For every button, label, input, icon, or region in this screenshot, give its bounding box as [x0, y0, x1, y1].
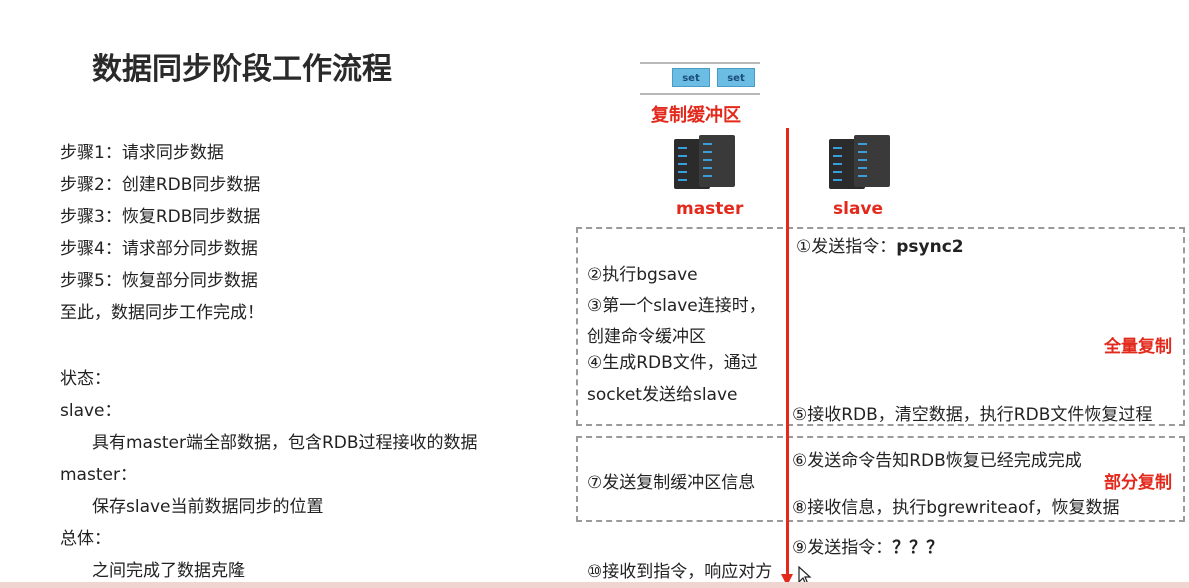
step-item-5: 步骤5：恢复部分同步数据 — [60, 271, 258, 291]
step9-prefix: ⑨发送指令： — [792, 538, 893, 558]
step-item-2: 步骤2：创建RDB同步数据 — [60, 175, 261, 195]
step1-command: psync2 — [896, 237, 964, 257]
step6-text: ⑥发送命令告知RDB恢复已经完成完成 — [792, 451, 1082, 471]
status-overall-label: 总体： — [60, 529, 111, 549]
slave-label: slave — [833, 199, 884, 219]
step5-text: ⑤接收RDB，清空数据，执行RDB文件恢复过程 — [792, 405, 1153, 425]
partial-sync-label: 部分复制 — [1104, 473, 1172, 493]
step4-text-line2: socket发送给slave — [587, 385, 738, 405]
status-master-desc: 保存slave当前数据同步的位置 — [92, 497, 324, 517]
buffer-bottom-line — [640, 93, 760, 95]
step9-command: ？？？ — [892, 538, 944, 558]
step-item-4: 步骤4：请求部分同步数据 — [60, 239, 258, 259]
status-slave-label: slave： — [60, 401, 122, 421]
step4-text-line1: ④生成RDB文件，通过 — [587, 353, 758, 373]
step3-text-line1: ③第一个slave连接时， — [587, 296, 766, 316]
step9-text: ⑨发送指令：？？？ — [792, 533, 943, 558]
partial-sync-box — [576, 436, 1185, 522]
step1-text: ①发送指令：psync2 — [796, 232, 964, 257]
master-server-icon — [674, 135, 735, 189]
timeline-line — [786, 128, 789, 578]
status-slave-desc: 具有master端全部数据，包含RDB过程接收的数据 — [92, 433, 478, 453]
step10-text: ⑩接收到指令，响应对方 — [587, 562, 773, 582]
full-sync-box — [576, 227, 1185, 426]
buffer-chip-set-1: set — [672, 68, 710, 87]
status-overall-desc: 之间完成了数据克隆 — [92, 561, 245, 581]
slave-server-icon — [829, 135, 890, 189]
step2-text: ②执行bgsave — [587, 265, 698, 285]
status-heading: 状态： — [60, 369, 111, 389]
master-label: master — [676, 199, 744, 219]
step-item-3: 步骤3：恢复RDB同步数据 — [60, 207, 261, 227]
buffer-chip-set-2: set — [717, 68, 755, 87]
page-title: 数据同步阶段工作流程 — [92, 52, 392, 87]
buffer-label: 复制缓冲区 — [651, 105, 741, 126]
bottom-strip — [0, 582, 1189, 588]
step1-prefix: ①发送指令： — [796, 237, 897, 257]
step3-text-line2: 创建命令缓冲区 — [587, 327, 706, 347]
step-item-1: 步骤1：请求同步数据 — [60, 143, 224, 163]
step-summary: 至此，数据同步工作完成！ — [60, 303, 264, 323]
status-master-label: master： — [60, 465, 137, 485]
buffer-top-line — [640, 62, 760, 64]
step7-text: ⑦发送复制缓冲区信息 — [587, 473, 756, 493]
full-sync-label: 全量复制 — [1104, 337, 1172, 357]
step8-text: ⑧接收信息，执行bgrewriteaof，恢复数据 — [792, 498, 1120, 518]
